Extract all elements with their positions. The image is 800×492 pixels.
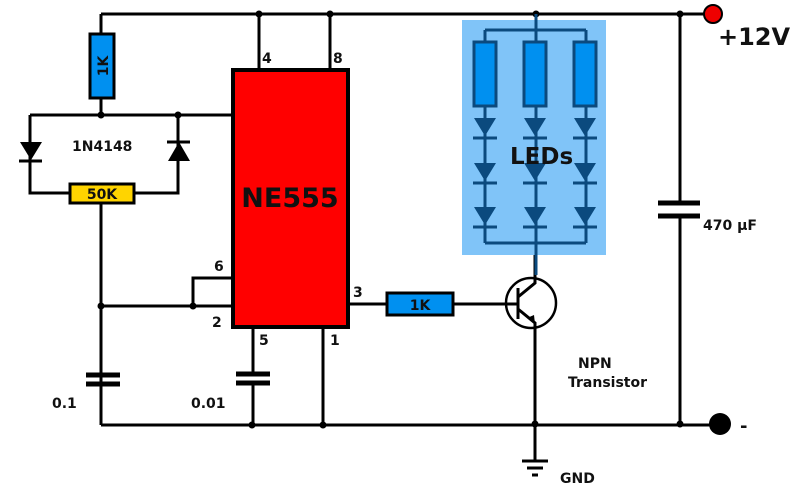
positive-terminal[interactable] — [703, 4, 723, 24]
ic-ne555 — [231, 68, 350, 329]
pin-3-label: 3 — [353, 285, 363, 301]
transistor-emitter — [517, 307, 537, 425]
negative-label: - — [740, 416, 747, 437]
junction — [174, 111, 182, 119]
pin-2-label: 2 — [212, 315, 222, 331]
cap-0-01-label: 0.01 — [191, 396, 226, 412]
emitter-arrow — [527, 315, 535, 324]
led-resistor — [522, 40, 548, 108]
resistor-50k-label: 50K — [87, 187, 118, 203]
ground-icon — [522, 459, 548, 477]
diode-left — [20, 142, 42, 160]
pin-4-label: 4 — [262, 51, 272, 67]
resistor-1k-top — [88, 32, 116, 100]
pin-6-label: 6 — [214, 259, 224, 275]
negative-terminal[interactable] — [709, 413, 731, 435]
wire-diode-right — [135, 115, 180, 195]
ic-label: NE555 — [241, 183, 338, 214]
transistor-label-2: Transistor — [568, 375, 647, 391]
gnd-label: GND — [560, 471, 595, 487]
transistor-collector — [517, 255, 537, 299]
wire-pin6-loop — [191, 276, 233, 306]
capacitor-0-1 — [86, 372, 120, 387]
cap-470uf-label: 470 µF — [703, 218, 757, 234]
leds-label: LEDs — [510, 144, 573, 170]
transistor-label-1: NPN — [578, 356, 612, 372]
positive-label: +12V — [718, 23, 791, 51]
led-array — [472, 14, 598, 275]
pin-1-label: 1 — [330, 333, 340, 349]
diode-right — [168, 142, 190, 161]
junction — [97, 111, 105, 119]
pin-5-label: 5 — [259, 333, 269, 349]
capacitor-470uf — [658, 200, 700, 219]
led-resistor — [472, 40, 498, 108]
diode-label: 1N4148 — [72, 139, 132, 155]
resistor-1k-top-label: 1K — [96, 55, 112, 77]
wire-diode-left — [28, 115, 70, 195]
resistor-1k-base-label: 1K — [410, 298, 432, 314]
led-resistor — [572, 40, 598, 108]
npn-transistor — [504, 276, 558, 330]
led-diodes — [474, 118, 596, 225]
cap-0-1-label: 0.1 — [52, 396, 77, 412]
pin-8-label: 8 — [333, 51, 343, 67]
capacitor-0-01 — [236, 371, 270, 386]
